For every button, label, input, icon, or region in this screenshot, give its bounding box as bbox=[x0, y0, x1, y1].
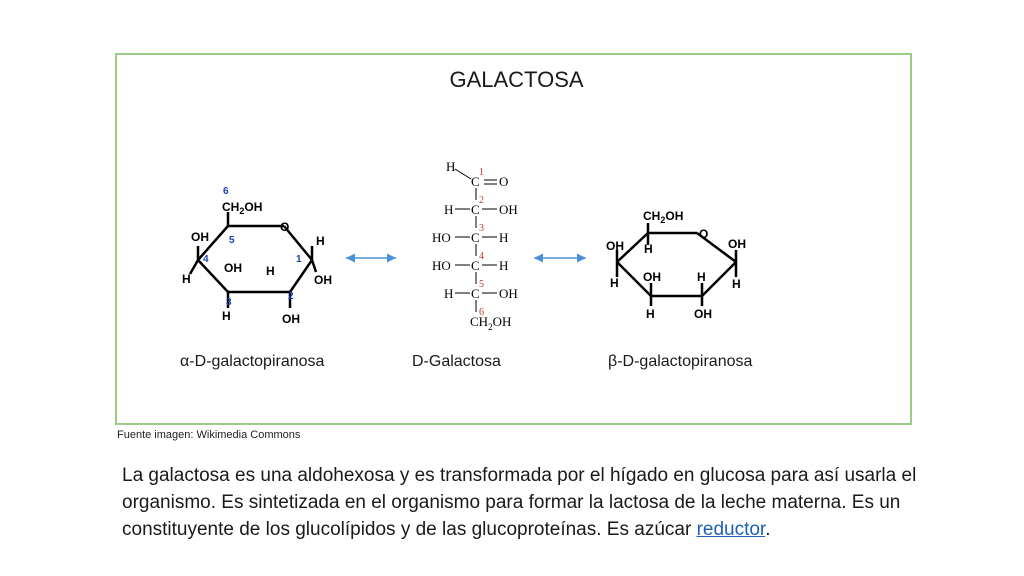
alpha-locant-2: 2 bbox=[288, 291, 294, 302]
ring-bond-c4-c5 bbox=[197, 225, 229, 261]
reductor-link[interactable]: reductor bbox=[696, 519, 766, 540]
fischer-c6-ch2oh: CH2OH bbox=[470, 314, 511, 332]
fischer-c2: C bbox=[471, 202, 480, 217]
beta-ring-oxygen: O bbox=[699, 227, 708, 241]
beta-c4-oh: OH bbox=[606, 239, 624, 253]
fischer-c3: C bbox=[471, 230, 480, 245]
ring-bond-c3-c4 bbox=[197, 259, 229, 293]
fischer-c4: C bbox=[471, 258, 480, 273]
caption-d-galactose: D-Galactosa bbox=[412, 353, 501, 370]
fischer-locant-4: 4 bbox=[479, 251, 484, 262]
fischer-c1: C bbox=[471, 174, 480, 189]
alpha-c4-oh: OH bbox=[191, 230, 209, 244]
beta-c3-oh: OH bbox=[643, 270, 661, 284]
caption-alpha-galactopyranose: α-D-galactopiranosa bbox=[180, 353, 325, 370]
ring-bond-c1-c2 bbox=[288, 259, 314, 293]
image-source-credit: Fuente imagen: Wikimedia Commons bbox=[117, 429, 301, 441]
description-text: La galactosa es una aldohexosa y es tran… bbox=[122, 465, 917, 540]
bond-c4-h bbox=[188, 259, 200, 275]
description-paragraph: La galactosa es una aldohexosa y es tran… bbox=[122, 462, 922, 543]
alpha-ring-oxygen: O bbox=[280, 220, 289, 234]
beta-galactopyranose-structure bbox=[615, 223, 738, 306]
alpha-ch2oh-label: CH2OH bbox=[222, 200, 262, 216]
fischer-bonds bbox=[454, 168, 497, 312]
alpha-c3-oh: OH bbox=[224, 261, 242, 275]
fischer-locant-2: 2 bbox=[479, 195, 484, 206]
beta-ch2oh-label: CH2OH bbox=[643, 209, 683, 225]
fischer-c2-oh: OH bbox=[499, 202, 518, 217]
caption-beta-galactopyranose: β-D-galactopiranosa bbox=[608, 353, 753, 370]
figure-title: GALACTOSA bbox=[449, 67, 584, 92]
alpha-locant-4: 4 bbox=[203, 254, 209, 265]
beta-c4-h: H bbox=[610, 276, 619, 290]
fischer-locant-3: 3 bbox=[479, 223, 484, 234]
alpha-locant-6: 6 bbox=[223, 186, 229, 197]
alpha-locant-3: 3 bbox=[226, 297, 232, 308]
alpha-c3-h: H bbox=[222, 309, 231, 323]
alpha-locant-1: 1 bbox=[296, 254, 302, 265]
beta-c2-oh: OH bbox=[694, 307, 712, 321]
beta-c1-h: H bbox=[732, 277, 741, 291]
bond-c1-oh bbox=[310, 259, 318, 273]
fischer-c1-h: H bbox=[446, 159, 455, 174]
fischer-locant-1: 1 bbox=[479, 167, 484, 178]
beta-c1-oh: OH bbox=[728, 237, 746, 251]
fischer-locant-5: 5 bbox=[479, 279, 484, 290]
alpha-c1-h: H bbox=[316, 234, 325, 248]
fischer-c5-oh: OH bbox=[499, 286, 518, 301]
beta-c3-h: H bbox=[646, 307, 655, 321]
fischer-c3-h: H bbox=[499, 230, 508, 245]
fischer-c1-o: O bbox=[499, 174, 508, 189]
fischer-c5: C bbox=[471, 286, 480, 301]
alpha-c4-h: H bbox=[182, 272, 191, 286]
fischer-c5-h: H bbox=[444, 286, 453, 301]
fischer-c3-ho: HO bbox=[432, 230, 451, 245]
alpha-galactopyranose-structure bbox=[188, 212, 318, 308]
beta-c5-h: H bbox=[644, 242, 653, 256]
alpha-c1-oh: OH bbox=[314, 273, 332, 287]
alpha-c2-h: H bbox=[266, 264, 275, 278]
alpha-c2-oh: OH bbox=[282, 312, 300, 326]
ring-bond-o-c1 bbox=[283, 225, 313, 261]
figure-frame bbox=[115, 53, 912, 425]
description-end: . bbox=[765, 519, 771, 540]
fischer-c2-h: H bbox=[444, 202, 453, 217]
fischer-c4-h: H bbox=[499, 258, 508, 273]
alpha-locant-5: 5 bbox=[229, 235, 235, 246]
fischer-locant-6: 6 bbox=[479, 307, 484, 318]
fischer-c4-ho: HO bbox=[432, 258, 451, 273]
beta-c2-h: H bbox=[697, 270, 706, 284]
